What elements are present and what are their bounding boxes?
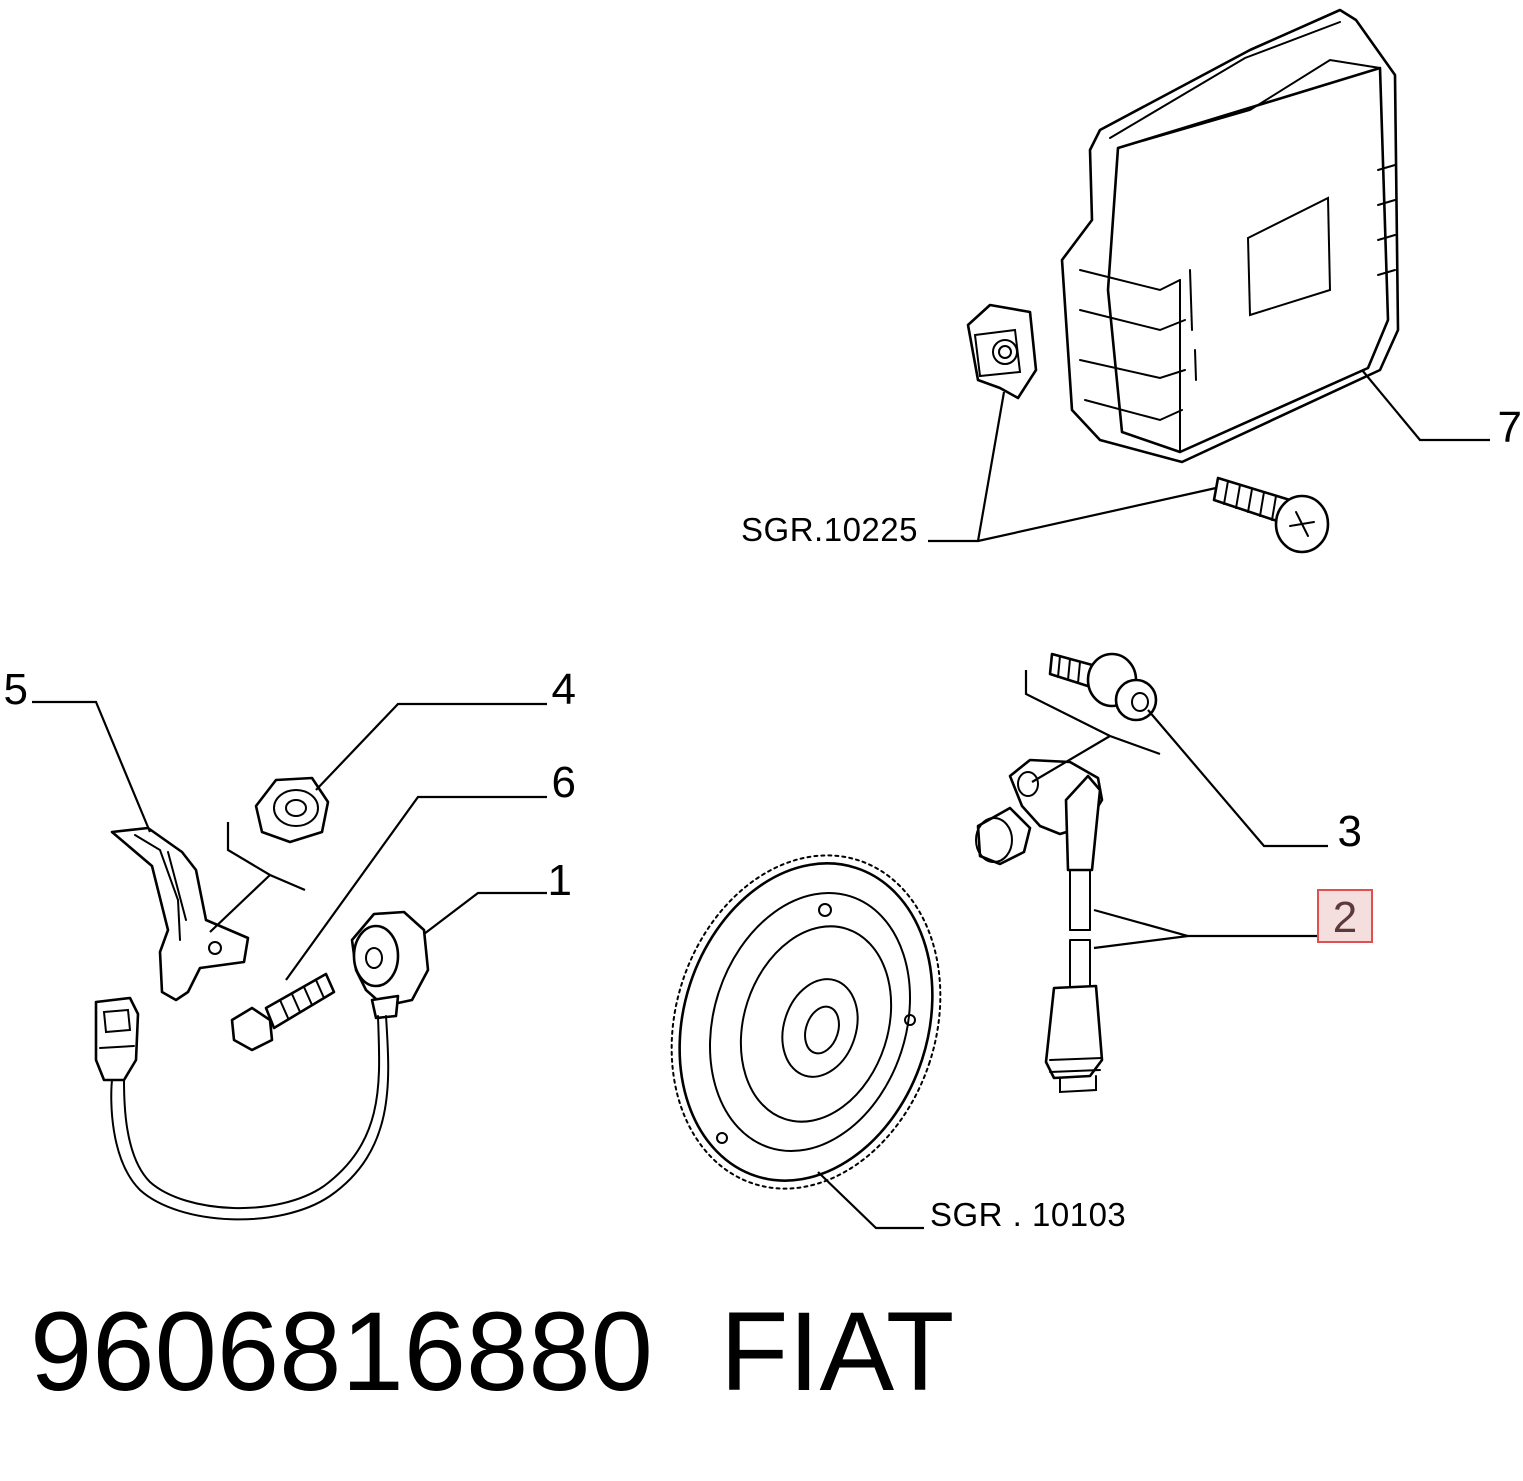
callout-2-highlight [1317, 889, 1373, 943]
hex-nut [254, 776, 330, 844]
leader-crank-stub [1024, 670, 1161, 783]
ref-sgr-10103[interactable]: SGR . 10103 [930, 1196, 1126, 1233]
leader-1 [423, 891, 547, 935]
callout-2[interactable]: 2 [1333, 893, 1357, 942]
callout-3[interactable]: 3 [1338, 807, 1362, 856]
leader-6 [285, 795, 547, 981]
cage-nut [966, 303, 1038, 400]
crank-sensor-screw [1048, 652, 1158, 722]
callout-4[interactable]: 4 [552, 665, 576, 714]
leader-3 [1147, 709, 1328, 848]
leader-2 [1093, 908, 1318, 950]
callout-6[interactable]: 6 [552, 758, 576, 807]
crank-sensor [975, 758, 1104, 1094]
leader-sgr10225 [928, 391, 1217, 543]
callout-5[interactable]: 5 [4, 665, 28, 714]
part-number: 9606816880 [30, 1289, 653, 1414]
bracket [110, 826, 250, 1002]
ecu-screw [1212, 476, 1330, 554]
leader-7 [1361, 369, 1490, 442]
brand-name: FIAT [720, 1289, 954, 1414]
leader-sgr10103 [817, 1171, 924, 1230]
leader-5 [32, 700, 152, 833]
ref-sgr-10225[interactable]: SGR.10225 [741, 511, 918, 548]
ecu-control-unit [1060, 8, 1400, 464]
callout-1[interactable]: 1 [548, 856, 572, 905]
knock-sensor [94, 910, 430, 1221]
leader-ground-stub [209, 822, 306, 933]
sensor-bolt [230, 972, 336, 1052]
flywheel [670, 854, 942, 1190]
leader-4 [315, 702, 547, 791]
callout-7[interactable]: 7 [1498, 403, 1522, 452]
